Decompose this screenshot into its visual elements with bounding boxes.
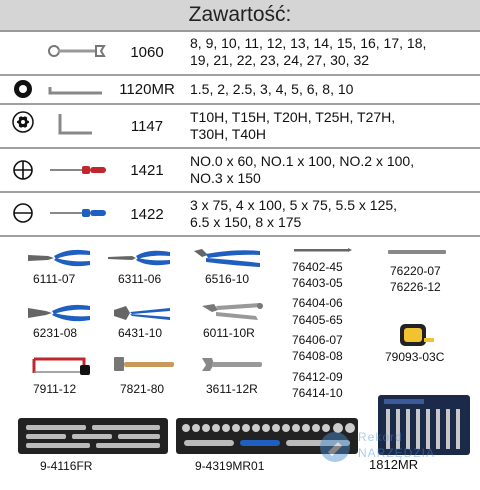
item-code: 1147 — [130, 118, 164, 135]
socket-accessories-tray-icon — [18, 418, 168, 454]
sizes-line: 6.5 x 150, 8 x 175 — [190, 214, 302, 230]
tape-measure-icon — [398, 322, 434, 348]
tool-code: 7821-80 — [120, 382, 165, 396]
sizes-line: 8, 9, 10, 11, 12, 13, 14, 15, 16, 17, 18… — [190, 35, 427, 51]
contents-header: Zawartość: — [0, 0, 480, 32]
sizes-line: 19, 21, 22, 23, 24, 27, 30, 32 — [190, 52, 370, 68]
torx-symbol — [12, 111, 36, 135]
cable-cutter-icon — [112, 302, 172, 324]
tool-code: 76406-07 — [292, 333, 343, 347]
flat-screwdriver-icon — [48, 208, 110, 218]
tool-code: 76402-45 — [292, 260, 343, 274]
socket-set-tray-icon — [176, 418, 358, 454]
item-code: 1120MR — [119, 81, 175, 98]
punch-chisel-icon — [292, 246, 352, 254]
tool-code: 6311-06 — [118, 272, 162, 286]
tool-code: 79093-03C — [385, 350, 445, 364]
long-nose-pliers-icon — [106, 247, 172, 269]
torx-key-icon — [56, 111, 96, 137]
locking-pliers-icon — [200, 298, 264, 324]
phillips-symbol — [12, 159, 36, 183]
combination-wrench-icon — [48, 44, 106, 58]
phillips-screwdriver-icon — [48, 165, 110, 175]
tray-code: 1812MR — [369, 457, 419, 472]
sizes-line: NO.0 x 60, NO.1 x 100, NO.2 x 100, — [190, 153, 415, 169]
item-sizes: T10H, T15H, T20H, T25H, T27H, T30H, T40H — [190, 109, 476, 143]
tool-code: 6516-10 — [205, 272, 250, 286]
item-code: 1422 — [130, 206, 164, 223]
tool-code: 7911-12 — [33, 382, 77, 396]
item-sizes: NO.0 x 60, NO.1 x 100, NO.2 x 100, NO.3 … — [190, 153, 476, 187]
sizes-line: NO.3 x 150 — [190, 170, 261, 186]
tool-code: 76220-07 — [390, 264, 441, 278]
hammer-icon — [112, 355, 176, 375]
contents-row-1120mr: 1120MR 1.5, 2, 2.5, 3, 4, 5, 6, 8, 10 — [0, 76, 480, 105]
tool-code: 76405-65 — [292, 313, 343, 327]
tool-code: 3611-12R — [206, 382, 258, 396]
tool-code: 6431-10 — [118, 326, 163, 340]
contents-row-1422: 1422 3 x 75, 4 x 100, 5 x 75, 5.5 x 125,… — [0, 193, 480, 237]
contents-row-1421: 1421 NO.0 x 60, NO.1 x 100, NO.2 x 100, … — [0, 149, 480, 193]
item-sizes: 8, 9, 10, 11, 12, 13, 14, 15, 16, 17, 18… — [190, 35, 476, 69]
item-code: 1421 — [130, 162, 164, 179]
tool-code: 76403-05 — [292, 276, 343, 290]
tool-code: 6011-10R — [203, 326, 255, 340]
tool-code: 6111-07 — [33, 272, 76, 286]
contents-row-1147: 1147 T10H, T15H, T20H, T25H, T27H, T30H,… — [0, 105, 480, 149]
diagonal-cutters-icon — [26, 302, 92, 324]
watermark-line1: Rekord — [358, 430, 403, 444]
adjustable-wrench-icon — [200, 355, 264, 375]
item-sizes: 1.5, 2, 2.5, 3, 4, 5, 6, 8, 10 — [190, 81, 476, 98]
sizes-line: 3 x 75, 4 x 100, 5 x 75, 5.5 x 125, — [190, 197, 398, 213]
store-logo-icon — [320, 432, 350, 462]
watermark-line2: NARZĘDZIA — [358, 446, 436, 460]
tool-code: 76408-08 — [292, 349, 343, 363]
hex-key-icon — [48, 85, 106, 95]
sizes-line: T30H, T40H — [190, 126, 266, 142]
tray-code: 9-4319MR01 — [195, 459, 265, 473]
sizes-line: 1.5, 2, 2.5, 3, 4, 5, 6, 8, 10 — [190, 81, 354, 97]
contents-row-1060: 1060 8, 9, 10, 11, 12, 13, 14, 15, 16, 1… — [0, 32, 480, 76]
flat-symbol — [12, 202, 36, 226]
item-code: 1060 — [130, 44, 164, 61]
water-pump-pliers-icon — [192, 245, 262, 269]
combination-pliers-icon — [26, 247, 92, 269]
store-watermark: Rekord NARZĘDZIA — [318, 430, 434, 464]
tool-code: 76404-06 — [292, 296, 343, 310]
file-icon — [386, 248, 448, 256]
tool-code: 76226-12 — [390, 280, 441, 294]
sizes-line: T10H, T15H, T20H, T25H, T27H, — [190, 109, 396, 125]
hex-socket-symbol — [12, 78, 36, 102]
hacksaw-icon — [30, 355, 92, 377]
tray-code: 9-4116FR — [40, 459, 93, 473]
item-sizes: 3 x 75, 4 x 100, 5 x 75, 5.5 x 125, 6.5 … — [190, 197, 476, 231]
wrench-set-case-icon — [378, 395, 470, 455]
contents-title: Zawartość: — [188, 3, 292, 26]
tool-code: 76412-09 — [292, 370, 343, 384]
tool-code: 6231-08 — [33, 326, 78, 340]
tool-code: 76414-10 — [292, 386, 343, 400]
